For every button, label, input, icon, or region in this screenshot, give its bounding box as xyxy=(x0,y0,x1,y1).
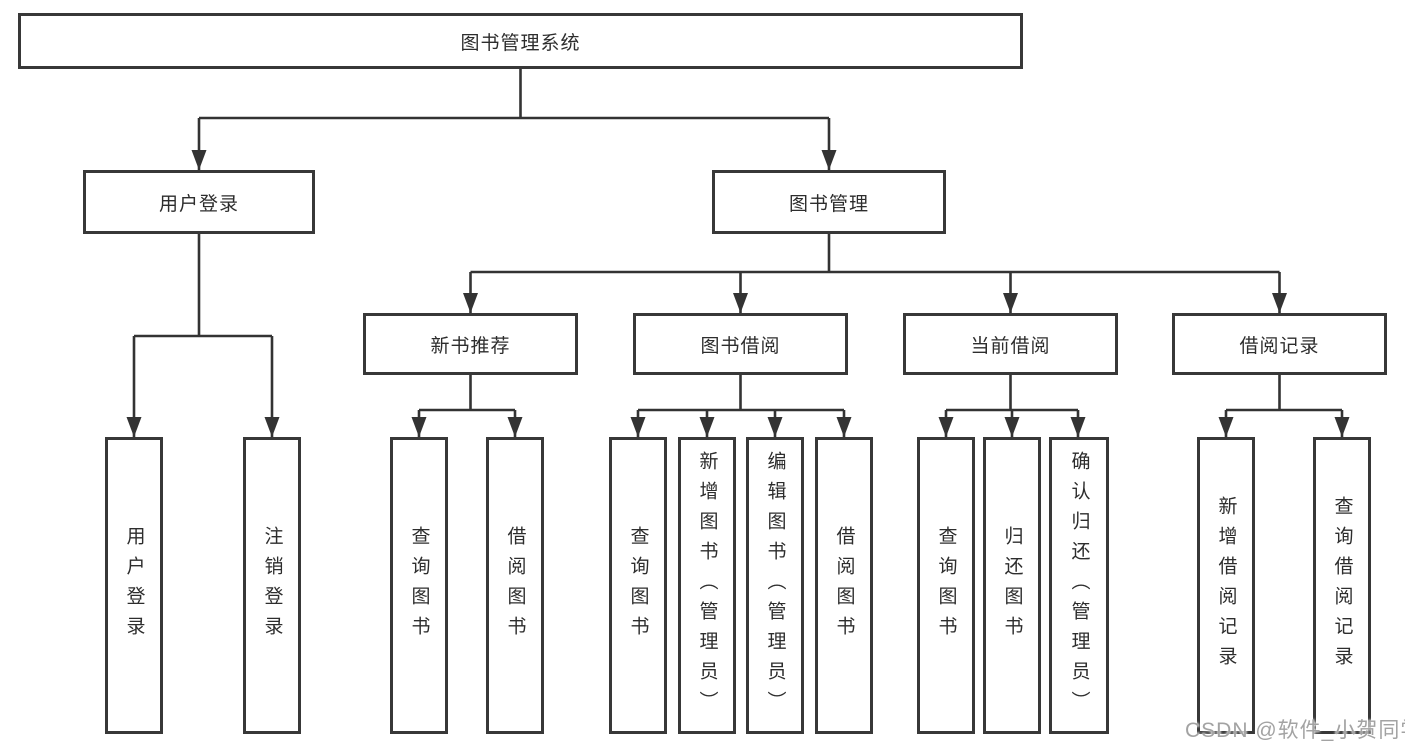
node-borrow-records: 借阅记录 xyxy=(1172,313,1387,375)
tree-rail-lines xyxy=(134,69,1342,412)
node-leaf-cb-return-books-label: 归还图书 xyxy=(1001,525,1023,646)
node-new-book-recommend-label: 新书推荐 xyxy=(430,335,511,357)
node-current-borrow-label: 当前借阅 xyxy=(970,335,1051,357)
node-leaf-logout-label: 注销登录 xyxy=(261,525,283,646)
node-leaf-br-add-record-label: 新增借阅记录 xyxy=(1215,495,1237,676)
node-leaf-cb-return-books: 归还图书 xyxy=(983,437,1041,734)
node-leaf-cb-confirm-return-label: 确认归还（管理员） xyxy=(1068,450,1090,721)
node-leaf-cb-query-books-label: 查询图书 xyxy=(935,525,957,646)
node-leaf-bb-add-books: 新增图书（管理员） xyxy=(678,437,736,734)
node-leaf-nb-borrow-books-label: 借阅图书 xyxy=(504,525,526,646)
node-leaf-nb-query-books: 查询图书 xyxy=(390,437,448,734)
node-leaf-bb-borrow-books-label: 借阅图书 xyxy=(833,525,855,646)
node-leaf-br-add-record: 新增借阅记录 xyxy=(1197,437,1255,734)
node-leaf-logout: 注销登录 xyxy=(243,437,301,734)
node-root-system-label: 图书管理系统 xyxy=(460,32,581,54)
node-book-mgmt-label: 图书管理 xyxy=(788,193,869,215)
node-leaf-nb-borrow-books: 借阅图书 xyxy=(486,437,544,734)
node-user-login: 用户登录 xyxy=(83,170,315,234)
node-leaf-cb-query-books: 查询图书 xyxy=(917,437,975,734)
node-root-system: 图书管理系统 xyxy=(18,13,1023,69)
node-borrow-records-label: 借阅记录 xyxy=(1239,335,1320,357)
node-leaf-br-query-record-label: 查询借阅记录 xyxy=(1331,495,1353,676)
node-leaf-br-query-record: 查询借阅记录 xyxy=(1313,437,1371,734)
csdn-watermark: CSDN @软件_小贺同学 xyxy=(1185,719,1405,742)
node-leaf-bb-add-books-label: 新增图书（管理员） xyxy=(696,450,718,721)
node-leaf-bb-edit-books: 编辑图书（管理员） xyxy=(746,437,804,734)
node-leaf-bb-query-books: 查询图书 xyxy=(609,437,667,734)
node-book-borrow-label: 图书借阅 xyxy=(700,335,781,357)
node-leaf-bb-query-books-label: 查询图书 xyxy=(627,525,649,646)
node-leaf-bb-borrow-books: 借阅图书 xyxy=(815,437,873,734)
node-leaf-user-login: 用户登录 xyxy=(105,437,163,734)
node-book-borrow: 图书借阅 xyxy=(633,313,848,375)
node-leaf-cb-confirm-return: 确认归还（管理员） xyxy=(1049,437,1109,734)
node-current-borrow: 当前借阅 xyxy=(903,313,1118,375)
node-book-mgmt: 图书管理 xyxy=(712,170,946,234)
node-leaf-bb-edit-books-label: 编辑图书（管理员） xyxy=(764,450,786,721)
node-leaf-user-login-label: 用户登录 xyxy=(123,525,145,646)
node-leaf-nb-query-books-label: 查询图书 xyxy=(408,525,430,646)
node-new-book-recommend: 新书推荐 xyxy=(363,313,578,375)
node-user-login-label: 用户登录 xyxy=(158,193,239,215)
